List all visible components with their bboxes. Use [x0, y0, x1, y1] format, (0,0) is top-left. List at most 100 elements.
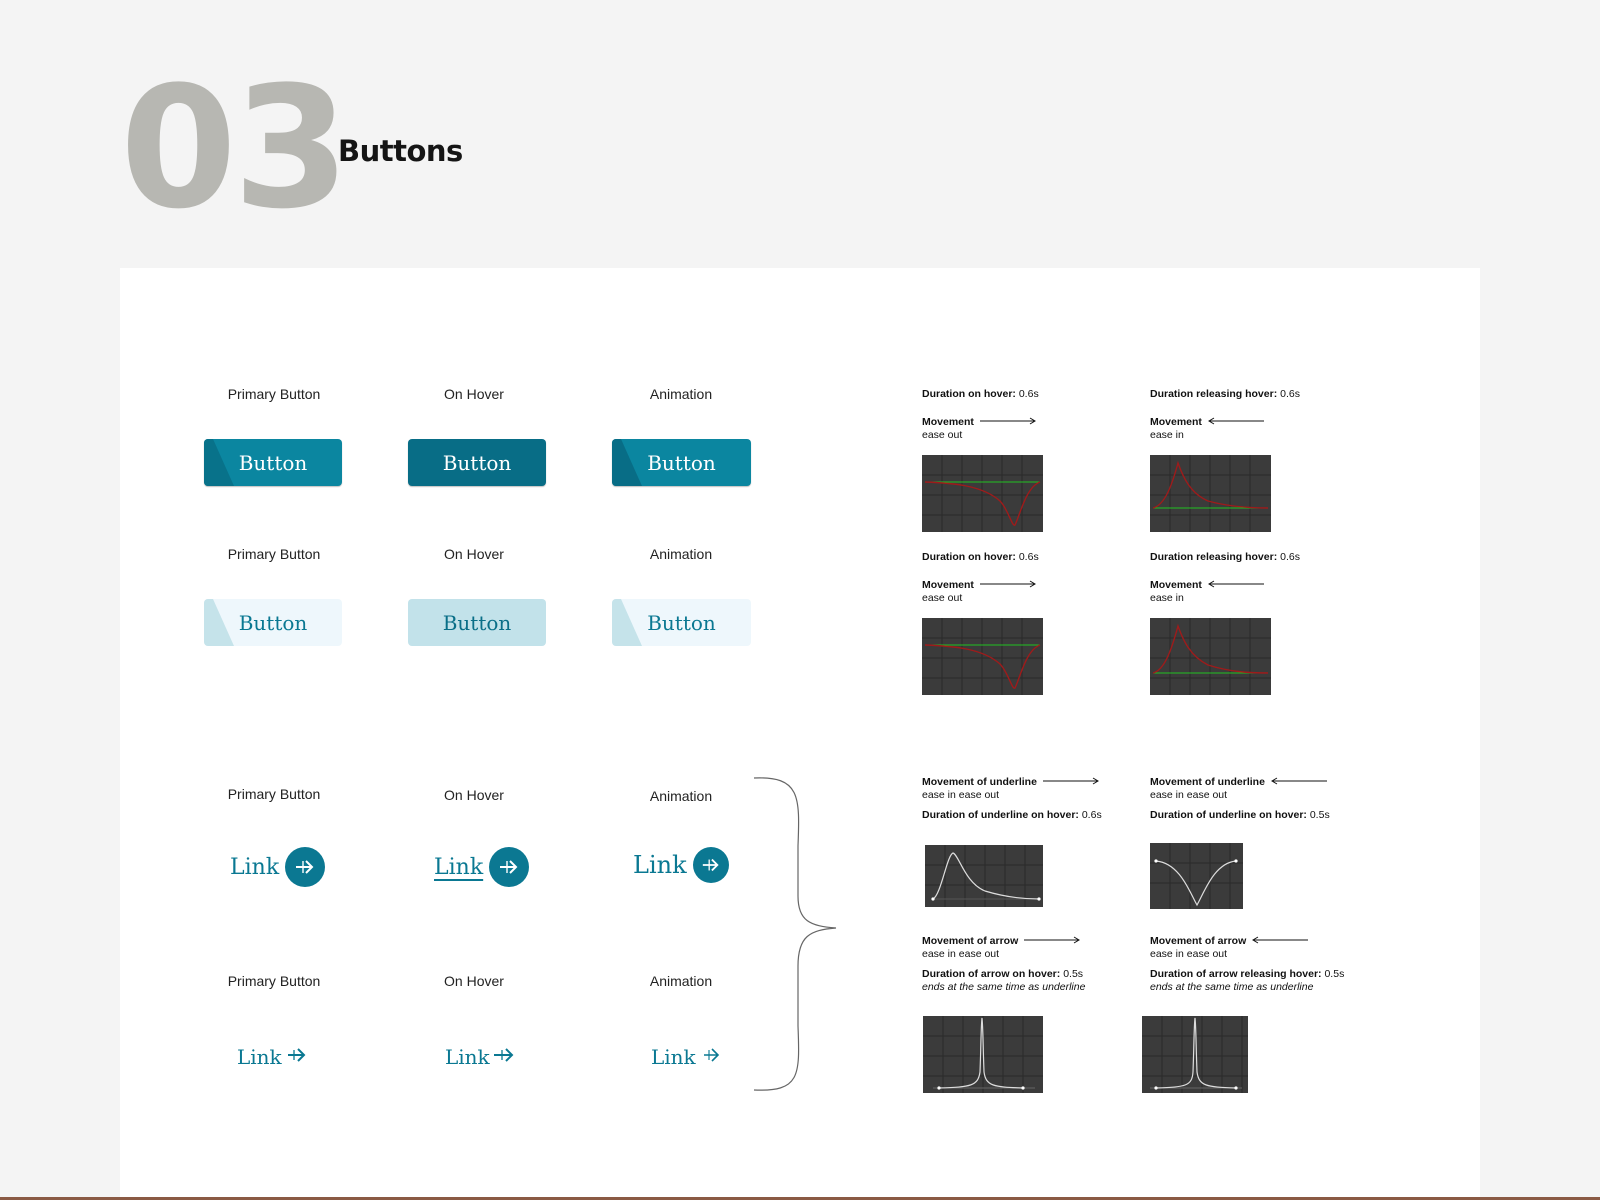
- easing-label: ease out: [922, 429, 963, 441]
- arrow-circle-icon: [489, 847, 530, 887]
- easing-label: ease in: [1150, 429, 1184, 441]
- column-label-animation: Animation: [649, 973, 713, 989]
- button-label: Button: [442, 610, 512, 635]
- note-label: ends at the same time as underline: [922, 981, 1086, 993]
- curve-graph-ease-in: [1150, 455, 1271, 532]
- column-label-hover: On Hover: [444, 787, 504, 803]
- column-label-hover: On Hover: [444, 546, 504, 562]
- button-swipe: [612, 599, 642, 646]
- secondary-button-hover[interactable]: Button: [408, 599, 546, 646]
- curve-graph-ease-out: [922, 455, 1043, 532]
- duration-label: Duration releasing hover:: [1150, 551, 1278, 563]
- arrow-right-icon: [1041, 776, 1101, 789]
- duration-label: Duration on hover:: [922, 388, 1016, 400]
- column-label-hover: On Hover: [444, 386, 504, 402]
- section-number: 03: [120, 50, 350, 246]
- secondary-button[interactable]: Button: [204, 599, 342, 646]
- link-arrow-primary[interactable]: Link: [237, 1045, 308, 1069]
- arrow-icon: [493, 1045, 516, 1069]
- movement-label: Movement: [1150, 579, 1202, 591]
- duration-value: 0.6s: [1018, 551, 1039, 563]
- spec-underline-release: Movement of underline ease in ease out D…: [1150, 776, 1330, 822]
- primary-button-hover[interactable]: Button: [408, 439, 546, 486]
- spec-button-release-1: Duration releasing hover: 0.6s Movement …: [1150, 388, 1300, 442]
- column-label-primary: Primary Button: [227, 973, 321, 989]
- arrow-icon: [700, 1045, 722, 1069]
- duration-value: 0.5s: [1063, 968, 1084, 980]
- duration-label: Duration of underline on hover:: [922, 809, 1079, 821]
- link-circle-animation[interactable]: Link: [633, 847, 729, 883]
- spec-arrow-hover: Movement of arrow ease in ease out Durat…: [922, 935, 1085, 994]
- link-arrow-animation[interactable]: Link: [651, 1045, 722, 1069]
- arrow-left-icon: [1269, 776, 1329, 789]
- movement-label: Movement: [1150, 416, 1202, 428]
- spec-arrow-release: Movement of arrow ease in ease out Durat…: [1150, 935, 1344, 994]
- link-text: Link: [230, 854, 280, 880]
- content-panel: Primary Button On Hover Animation Button…: [120, 268, 1480, 1200]
- button-swipe: [612, 439, 642, 486]
- spec-button-hover-1: Duration on hover: 0.6s Movement ease ou…: [922, 388, 1039, 442]
- spec-underline-hover: Movement of underline ease in ease out D…: [922, 776, 1102, 822]
- movement-label: Movement: [922, 579, 974, 591]
- button-label: Button: [238, 450, 308, 475]
- link-arrow-hover[interactable]: Link: [445, 1045, 516, 1069]
- button-label: Button: [647, 610, 716, 635]
- secondary-button-animation[interactable]: Button: [612, 599, 751, 646]
- easing-label: ease in ease out: [922, 948, 1000, 960]
- section-title: Buttons: [338, 134, 463, 168]
- movement-label: Movement of arrow: [1150, 935, 1247, 947]
- duration-value: 0.5s: [1324, 968, 1345, 980]
- arrow-circle-icon: [692, 847, 729, 883]
- easing-label: ease in: [1150, 592, 1184, 604]
- duration-value: 0.6s: [1081, 809, 1102, 821]
- primary-button[interactable]: Button: [204, 439, 342, 486]
- button-label: Button: [442, 450, 512, 475]
- easing-label: ease in ease out: [1150, 789, 1228, 801]
- column-label-animation: Animation: [649, 788, 713, 804]
- arrow-right-icon: [978, 416, 1038, 429]
- column-label-animation: Animation: [649, 386, 713, 402]
- column-label-primary: Primary Button: [227, 786, 321, 802]
- button-label: Button: [647, 450, 716, 475]
- column-label-primary: Primary Button: [227, 546, 321, 562]
- button-swipe: [204, 599, 234, 646]
- curve-graph-underline-release: [1150, 843, 1243, 909]
- duration-value: 0.6s: [1280, 388, 1300, 400]
- column-label-primary: Primary Button: [227, 386, 321, 402]
- bottom-border: [0, 1197, 1600, 1200]
- column-label-animation: Animation: [649, 546, 713, 562]
- spec-button-release-2: Duration releasing hover: 0.6s Movement …: [1150, 551, 1300, 605]
- arrow-left-icon: [1250, 935, 1310, 948]
- duration-value: 0.5s: [1309, 809, 1330, 821]
- easing-label: ease in ease out: [922, 789, 1000, 801]
- curly-brace: [753, 777, 837, 1091]
- movement-label: Movement of underline: [922, 776, 1037, 788]
- movement-label: Movement of arrow: [922, 935, 1019, 947]
- curve-graph-ease-in: [1150, 618, 1271, 695]
- arrow-circle-icon: [285, 847, 326, 887]
- button-swipe: [204, 439, 234, 486]
- button-label: Button: [238, 610, 308, 635]
- curve-graph-arrow-release: [1142, 1016, 1248, 1093]
- arrow-left-icon: [1206, 416, 1266, 429]
- curve-graph-ease-out: [922, 618, 1043, 695]
- duration-label: Duration releasing hover:: [1150, 388, 1278, 400]
- duration-label: Duration of arrow on hover:: [922, 968, 1061, 980]
- link-circle-hover[interactable]: Link: [434, 847, 530, 887]
- duration-value: 0.6s: [1280, 551, 1300, 563]
- link-circle-primary[interactable]: Link: [230, 847, 326, 887]
- arrow-left-icon: [1206, 579, 1266, 592]
- arrow-right-icon: [1022, 935, 1082, 948]
- link-text: Link: [434, 854, 484, 880]
- easing-label: ease in ease out: [1150, 948, 1228, 960]
- note-label: ends at the same time as underline: [1150, 981, 1314, 993]
- curve-graph-arrow-hover: [923, 1016, 1043, 1093]
- duration-label: Duration on hover:: [922, 551, 1016, 563]
- primary-button-animation[interactable]: Button: [612, 439, 751, 486]
- spec-button-hover-2: Duration on hover: 0.6s Movement ease ou…: [922, 551, 1039, 605]
- link-text: Link: [445, 1045, 490, 1069]
- movement-label: Movement of underline: [1150, 776, 1265, 788]
- arrow-icon: [286, 1045, 308, 1069]
- link-text: Link: [633, 851, 687, 879]
- column-label-hover: On Hover: [444, 973, 504, 989]
